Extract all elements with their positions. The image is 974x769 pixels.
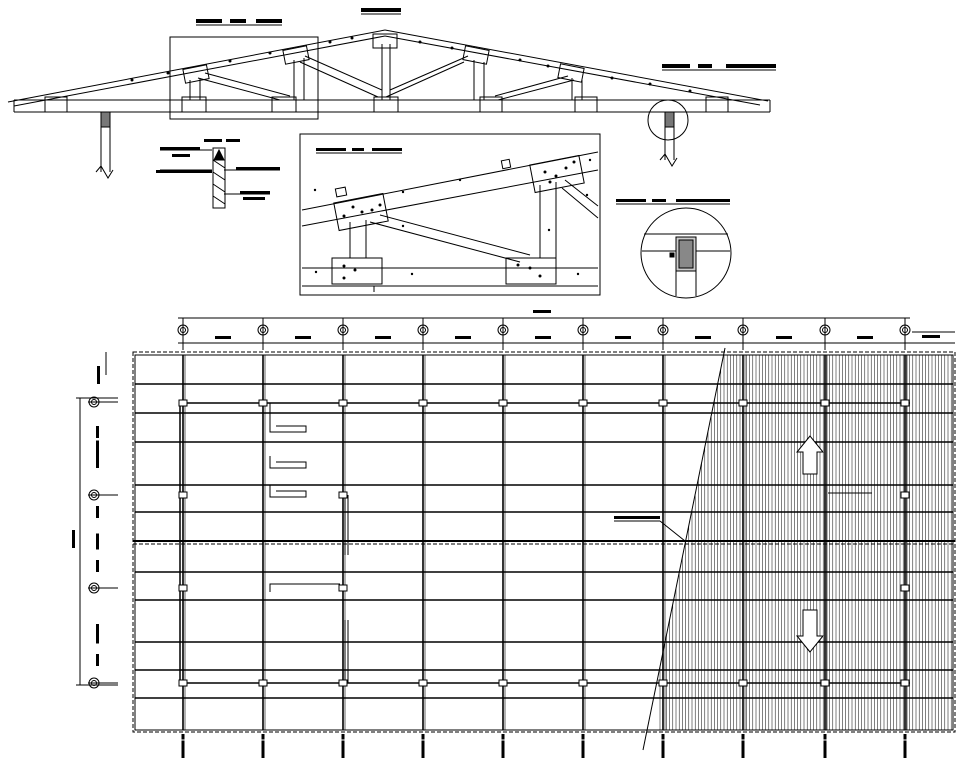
- grid-mark: [741, 734, 745, 758]
- connector-plate: [178, 399, 188, 407]
- wall-section: [664, 111, 675, 128]
- support-detail-circle: [616, 199, 732, 299]
- connector-plate: [658, 399, 668, 407]
- grid-mark: [661, 734, 665, 758]
- roof-sheeting-hatch: [659, 355, 952, 730]
- connector-plate: [498, 399, 508, 407]
- bay-dimension-label: [857, 336, 873, 339]
- purlins: [135, 383, 953, 699]
- connector-plate: [178, 679, 188, 687]
- connector-plate: [820, 399, 830, 407]
- grid-mark: [421, 734, 425, 758]
- bay-dimension-label: [695, 336, 711, 339]
- connector-plate: [658, 679, 668, 687]
- grid-mark: [581, 734, 585, 758]
- wall-section: [100, 111, 111, 128]
- connector-plate: [338, 679, 348, 687]
- dimension-mark: [96, 624, 99, 636]
- beam-connectors: [178, 399, 910, 687]
- connector-plate: [738, 399, 748, 407]
- dimension-mark: [96, 560, 99, 572]
- grid-mark: [341, 734, 345, 758]
- connector-plate: [258, 399, 268, 407]
- dimension-mark: [96, 654, 99, 666]
- bay-dimension-label: [295, 336, 311, 339]
- connector-plate: [900, 491, 910, 499]
- bay-dimension-label: [535, 336, 551, 339]
- roof-framing-plan: [132, 347, 956, 751]
- dimension-mark: [96, 536, 99, 548]
- bottom-grid-marks: [180, 734, 908, 758]
- grid-mark: [181, 734, 185, 758]
- truss-elevation: [7, 8, 776, 179]
- connector-plate: [820, 679, 830, 687]
- connector-plate: [258, 679, 268, 687]
- connector-plate: [900, 399, 910, 407]
- grid-mark: [903, 734, 907, 758]
- bay-dimension-label: [455, 336, 471, 339]
- break-line-icon: [642, 347, 726, 751]
- bay-dimension-label: [96, 440, 99, 457]
- grid-bubbles: [88, 318, 911, 689]
- connector-plate: [178, 491, 188, 499]
- connector-plate: [418, 399, 428, 407]
- connector-plate: [498, 679, 508, 687]
- dimension-mark: [96, 426, 99, 438]
- bay-dimension-label: [375, 336, 391, 339]
- connector-plate: [578, 399, 588, 407]
- dimension-lines: [72, 310, 955, 686]
- grid-mark: [261, 734, 265, 758]
- bay-dimension-label: [776, 336, 792, 339]
- truss-detail-enlarged: [299, 133, 601, 296]
- connector-plate: [578, 679, 588, 687]
- dimension-mark: [96, 456, 99, 468]
- grid-mark: [501, 734, 505, 758]
- connector-plate: [900, 584, 910, 592]
- connector-plate: [738, 679, 748, 687]
- connector-plate: [900, 679, 910, 687]
- detail-callout-box: [169, 36, 319, 120]
- up-arrow-icon: [795, 435, 825, 475]
- connector-plate: [418, 679, 428, 687]
- dimension-mark: [96, 506, 99, 518]
- connector-plate: [338, 399, 348, 407]
- rafter-lines: [182, 355, 908, 730]
- bay-dimension-label: [615, 336, 631, 339]
- connector-plate: [178, 584, 188, 592]
- connector-plate: [338, 584, 348, 592]
- down-arrow-icon: [795, 609, 825, 653]
- connector-plate: [338, 491, 348, 499]
- grid-mark: [823, 734, 827, 758]
- wall-connection-detail: [156, 139, 280, 209]
- bay-dimension-label: [215, 336, 231, 339]
